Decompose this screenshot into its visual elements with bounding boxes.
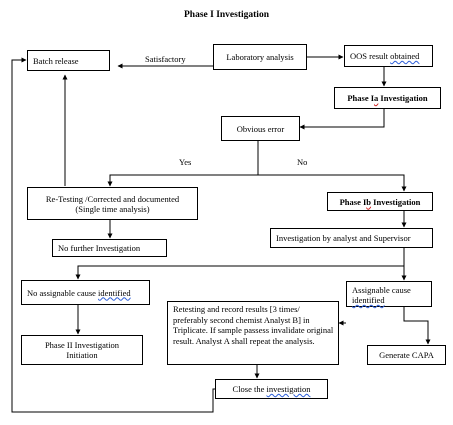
node-no-further-label: No further Investigation [58, 243, 141, 253]
edge-label-yes: Yes [179, 157, 192, 167]
node-phase-ia-label: Phase Ia Investigation [347, 93, 428, 103]
node-retesting-record-label: Retesting and record results [3 times/ p… [173, 304, 334, 346]
node-obvious-error: Obvious error [221, 116, 300, 141]
edge-label-satisfactory: Satisfactory [145, 54, 186, 64]
node-oos-result-label: OOS result obtained [350, 51, 420, 61]
node-generate-capa: Generate CAPA [367, 345, 446, 365]
node-retesting-line2: (Single time analysis) [75, 203, 150, 214]
node-phase-ii-initiation: Phase II Investigation Initiation [21, 335, 143, 365]
node-investigation-analyst-label: Investigation by analyst and Supervisor [276, 233, 411, 243]
node-no-further-investigation: No further Investigation [52, 239, 167, 257]
node-phase-ia: Phase Ia Investigation [334, 87, 441, 109]
node-batch-release-label: Batch release [33, 55, 79, 66]
node-oos-result: OOS result obtained [344, 45, 433, 67]
node-generate-capa-label: Generate CAPA [379, 350, 434, 360]
edge-investigation-left [75, 265, 404, 280]
node-assignable-line1: Assignable cause [352, 285, 411, 295]
node-laboratory-analysis: Laboratory analysis [213, 44, 307, 70]
node-phase-ii-line1: Phase II Investigation [44, 340, 120, 350]
node-phase-ii-line2: Initiation [66, 350, 98, 360]
edge-label-no: No [297, 157, 308, 167]
edge-close-to-batch [11, 57, 215, 413]
node-investigation-analyst: Investigation by analyst and Supervisor [270, 228, 433, 248]
edge-assign-to-capa [403, 307, 431, 345]
edge-obvious-no [258, 174, 407, 192]
diagram-title: Phase I Investigation [184, 10, 269, 20]
edge-obvious-yes [107, 174, 258, 187]
node-batch-release: Batch release [27, 50, 110, 71]
node-obvious-error-label: Obvious error [236, 123, 285, 134]
node-retesting-line1: Re-Testing /Corrected and documented [45, 193, 180, 204]
node-retesting-corrected: Re-Testing /Corrected and documented (Si… [27, 187, 198, 220]
node-assignable-line2: identified [352, 295, 385, 305]
node-assignable-cause: Assignable cause identified [346, 281, 432, 307]
node-no-assignable-cause: No assignable cause identified [21, 280, 150, 305]
node-phase-ib-label: Phase Ib Investigation [339, 196, 421, 207]
node-close-investigation: Close the investigation [215, 379, 328, 399]
node-no-assignable-label: No assignable cause identified [27, 287, 131, 298]
edge-phase-ia-to-obvious [299, 109, 385, 130]
node-phase-ib: Phase Ib Investigation [327, 192, 433, 211]
node-laboratory-analysis-label: Laboratory analysis [226, 52, 294, 62]
node-retesting-record-results: Retesting and record results [3 times/ p… [167, 301, 339, 365]
node-close-investigation-label: Close the investigation [232, 384, 311, 394]
